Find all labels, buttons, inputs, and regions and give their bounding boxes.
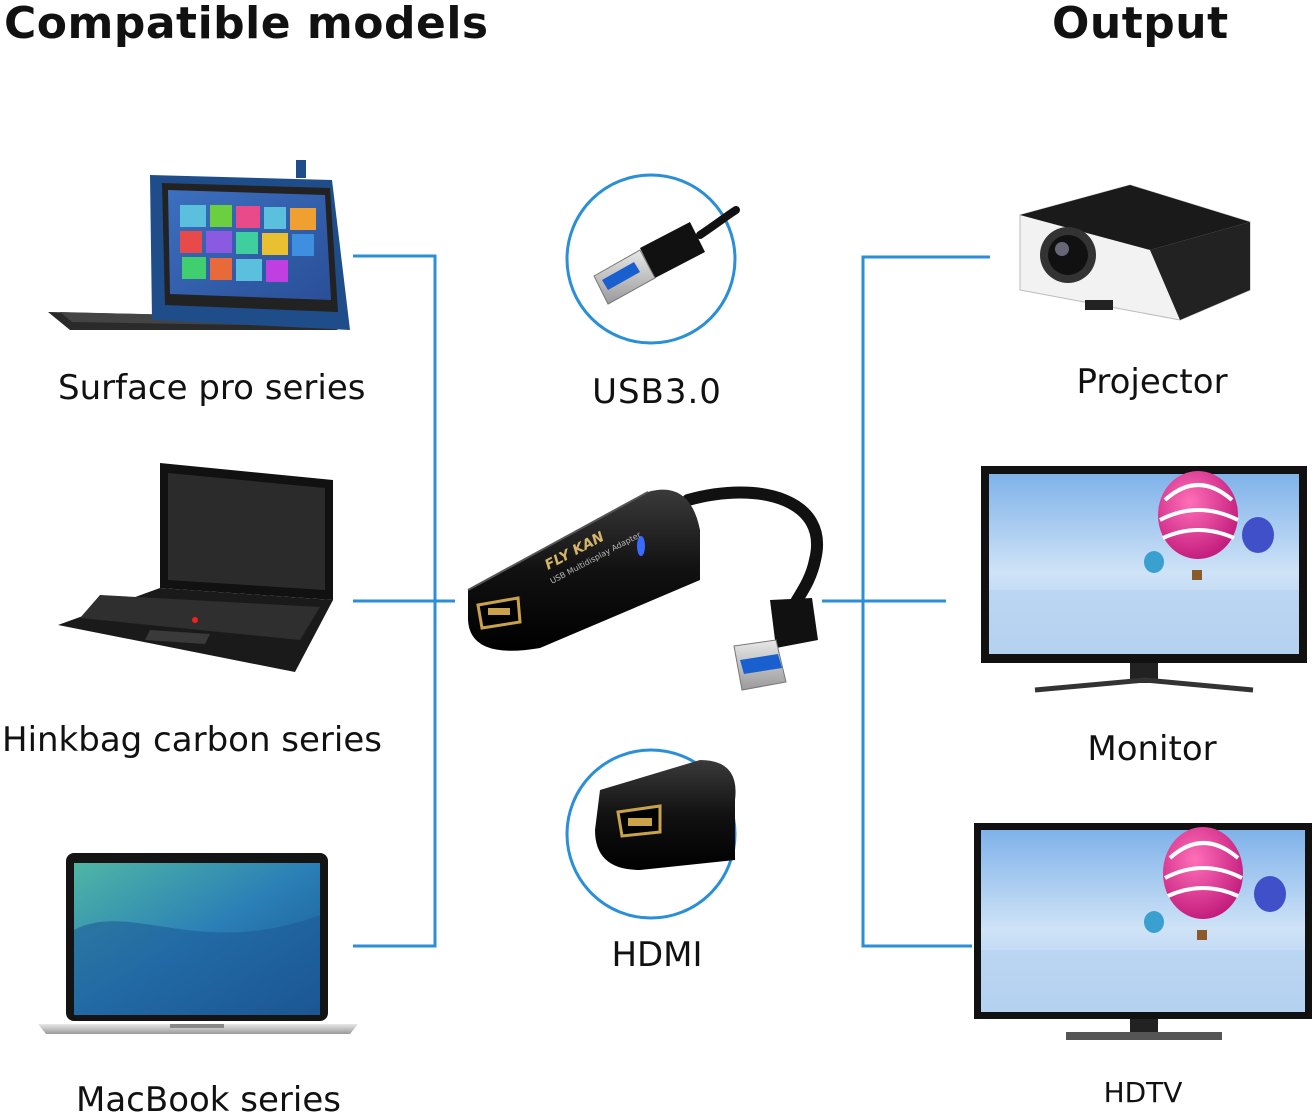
monitor-icon xyxy=(981,466,1307,693)
right-connector-lines xyxy=(822,255,990,948)
label-projector: Projector xyxy=(1076,362,1228,402)
label-usb30: USB3.0 xyxy=(592,372,722,412)
heading-output: Output xyxy=(1052,0,1229,49)
label-hinkbag-carbon: Hinkbag carbon series xyxy=(2,720,382,760)
usb-circle xyxy=(565,173,737,345)
label-monitor: Monitor xyxy=(1087,729,1217,769)
usb-connector-icon xyxy=(593,206,740,305)
macbook-icon xyxy=(38,853,358,1034)
label-hdtv: HDTV xyxy=(1103,1076,1183,1109)
left-connector-lines xyxy=(353,254,455,948)
tablet-keyboard-icon xyxy=(48,160,350,330)
label-hdmi: HDMI xyxy=(611,935,703,975)
hdmi-port-icon xyxy=(595,760,736,870)
tv-icon xyxy=(974,823,1312,1040)
label-surface-pro: Surface pro series xyxy=(58,368,366,408)
laptop-icon xyxy=(58,463,333,672)
label-macbook: MacBook series xyxy=(76,1080,341,1120)
projector-icon xyxy=(1019,184,1251,321)
usb-hdmi-adapter-icon xyxy=(467,486,823,691)
heading-compatible-models: Compatible models xyxy=(4,0,489,49)
